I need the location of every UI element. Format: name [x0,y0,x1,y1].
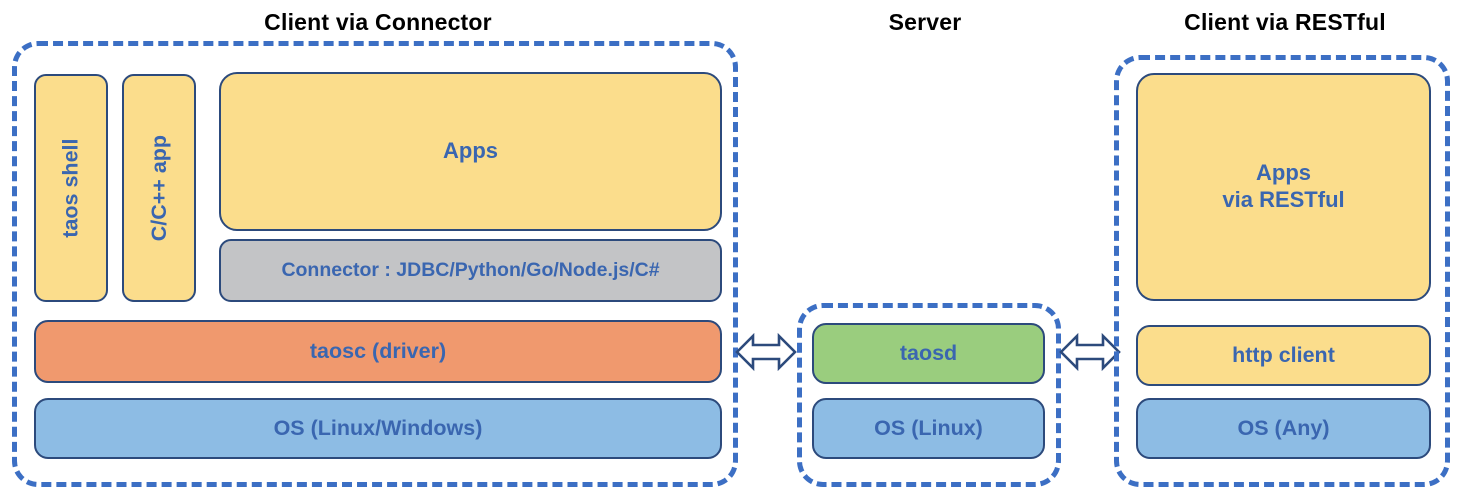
block-taosc-driver-label: taosc (driver) [309,339,447,364]
block-os-linux-label: OS (Linux) [874,416,983,441]
section-title-client-connector: Client via Connector [264,9,492,35]
block-apps-restful-line1: Apps [1256,160,1311,186]
block-taos-shell[interactable]: taos shell [34,74,108,302]
block-c-cpp-app[interactable]: C/C++ app [122,74,196,302]
block-taosd[interactable]: taosd [812,323,1045,384]
block-os-linux-windows-label: OS (Linux/Windows) [273,416,483,441]
block-apps-connector[interactable]: Apps [219,72,722,231]
block-os-any-label: OS (Any) [1237,416,1330,441]
block-taos-shell-label: taos shell [58,138,83,238]
block-connector-list-label: Connector : JDBC/Python/Go/Node.js/C# [281,258,660,281]
block-apps-restful[interactable]: Apps via RESTful [1136,73,1431,301]
block-taosd-label: taosd [899,341,958,366]
group-frame-client-restful [1114,55,1450,487]
block-os-linux[interactable]: OS (Linux) [812,398,1045,459]
section-title-server: Server [888,9,962,35]
block-taosc-driver[interactable]: taosc (driver) [34,320,722,383]
block-apps-restful-label: Apps via RESTful [1222,160,1344,214]
section-title-client-restful: Client via RESTful [1184,9,1386,35]
group-frame-client-connector [12,41,738,487]
double-headed-arrow-icon-left [735,327,797,377]
group-frame-server [797,303,1061,487]
block-os-linux-windows[interactable]: OS (Linux/Windows) [34,398,722,459]
block-apps-connector-label: Apps [443,138,498,164]
block-os-any[interactable]: OS (Any) [1136,398,1431,459]
block-http-client-label: http client [1232,343,1335,368]
block-http-client[interactable]: http client [1136,325,1431,386]
block-c-cpp-app-label: C/C++ app [146,134,171,242]
block-connector-list[interactable]: Connector : JDBC/Python/Go/Node.js/C# [219,239,722,302]
block-apps-restful-line2: via RESTful [1222,187,1345,212]
double-headed-arrow-icon-right [1059,327,1121,377]
